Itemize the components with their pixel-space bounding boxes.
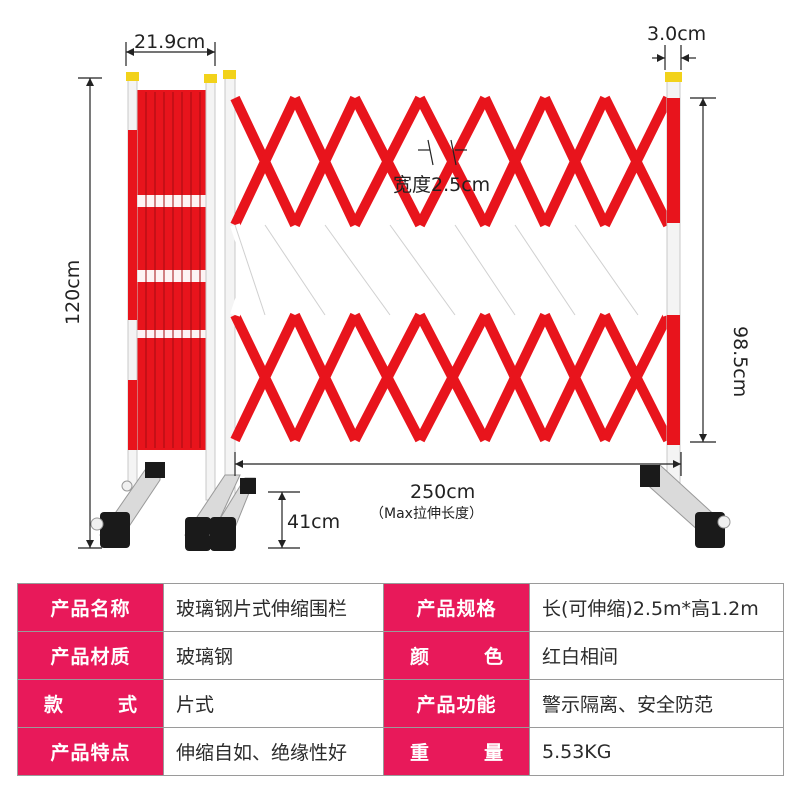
spec-label-material: 产品材质 bbox=[17, 631, 164, 680]
spec-label-feature: 产品特点 bbox=[17, 727, 164, 776]
spec-value-name: 玻璃钢片式伸缩围栏 bbox=[163, 583, 384, 632]
table-row: 款式 片式 产品功能 警示隔离、安全防范 bbox=[17, 679, 784, 728]
spec-value-size: 长(可伸缩)2.5m*高1.2m bbox=[529, 583, 784, 632]
label-char: 量 bbox=[483, 742, 503, 764]
label-char: 式 bbox=[117, 694, 137, 716]
end-post bbox=[665, 72, 682, 486]
spec-table: 产品名称 玻璃钢片式伸缩围栏 产品规格 长(可伸缩)2.5m*高1.2m 产品材… bbox=[17, 583, 784, 776]
spec-value-weight: 5.53KG bbox=[529, 727, 784, 776]
spec-value-function: 警示隔离、安全防范 bbox=[529, 679, 784, 728]
dim-length-note: （Max拉伸长度） bbox=[370, 506, 483, 522]
dim-strip-width: 宽度2.5cm bbox=[393, 174, 490, 196]
spec-value-feature: 伸缩自如、绝缘性好 bbox=[163, 727, 384, 776]
table-row: 产品特点 伸缩自如、绝缘性好 重量 5.53KG bbox=[17, 727, 784, 776]
spec-value-style: 片式 bbox=[163, 679, 384, 728]
spec-label-style: 款式 bbox=[17, 679, 164, 728]
folded-fence-stack bbox=[126, 70, 236, 509]
dimension-arrows bbox=[86, 48, 707, 548]
table-row: 产品名称 玻璃钢片式伸缩围栏 产品规格 长(可伸缩)2.5m*高1.2m bbox=[17, 583, 784, 632]
label-char: 色 bbox=[483, 646, 503, 668]
fence-illustration: 21.9cm 3.0cm 宽度2.5cm 120cm 98.5cm 250cm … bbox=[62, 23, 751, 551]
spec-value-material: 玻璃钢 bbox=[163, 631, 384, 680]
spec-label-size: 产品规格 bbox=[383, 583, 530, 632]
extended-fence-lattice bbox=[230, 95, 673, 443]
label-char: 重 bbox=[410, 742, 430, 764]
dim-total-height: 120cm bbox=[62, 260, 84, 325]
label-char: 颜 bbox=[410, 646, 430, 668]
label-char: 款 bbox=[44, 694, 64, 716]
post-cap-icon bbox=[126, 72, 139, 81]
spec-label-name: 产品名称 bbox=[17, 583, 164, 632]
spec-label-function: 产品功能 bbox=[383, 679, 530, 728]
spec-label-color: 颜色 bbox=[383, 631, 530, 680]
spec-label-weight: 重量 bbox=[383, 727, 530, 776]
table-row: 产品材质 玻璃钢 颜色 红白相间 bbox=[17, 631, 784, 680]
dim-inner-height: 98.5cm bbox=[729, 326, 751, 397]
spec-value-color: 红白相间 bbox=[529, 631, 784, 680]
dim-top-width: 21.9cm bbox=[134, 31, 205, 53]
dimension-lines bbox=[78, 42, 716, 549]
dim-end-post: 3.0cm bbox=[647, 23, 706, 45]
fence-bases bbox=[90, 462, 731, 551]
dim-length: 250cm bbox=[410, 481, 475, 503]
dim-base-height: 41cm bbox=[287, 511, 340, 533]
